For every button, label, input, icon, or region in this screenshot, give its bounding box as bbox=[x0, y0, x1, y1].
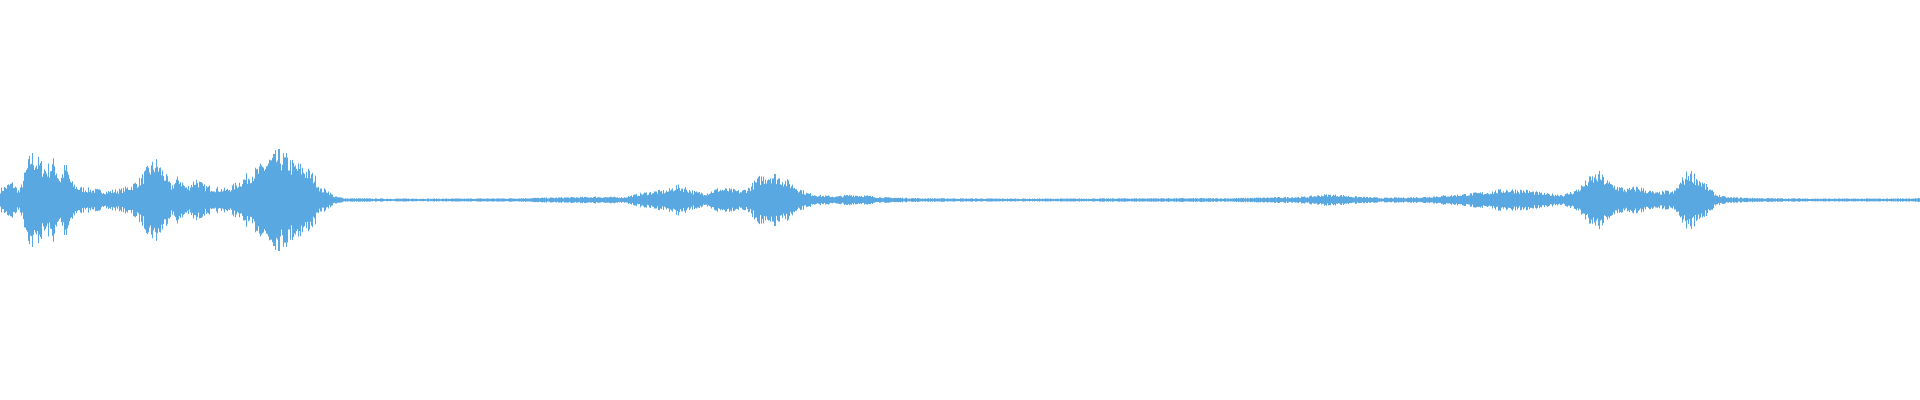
waveform-bars bbox=[0, 148, 1920, 252]
